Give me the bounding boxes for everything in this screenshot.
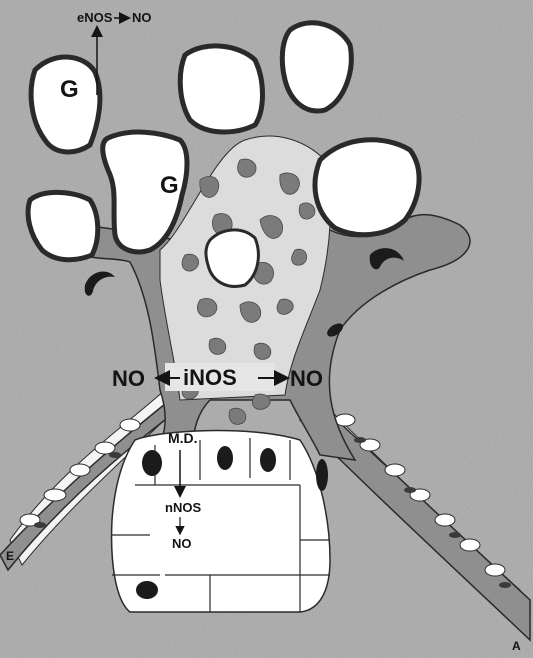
capillary-loop-7 xyxy=(206,230,258,287)
afferent-label: A xyxy=(512,639,521,653)
glomerulus-label-2: G xyxy=(160,172,179,199)
capillary-loop-1 xyxy=(31,57,100,152)
nnos-label: nNOS xyxy=(165,500,201,515)
macula-densa xyxy=(112,431,330,612)
nnos-no-label: NO xyxy=(172,536,192,551)
enos-label: eNOS xyxy=(77,10,113,25)
no-right-label: NO xyxy=(290,366,323,391)
enos-no-label: NO xyxy=(132,10,152,25)
no-left-label: NO xyxy=(112,366,145,391)
inos-label: iNOS xyxy=(183,365,237,390)
capillary-loop-3 xyxy=(282,23,351,111)
capillary-loop-2 xyxy=(180,46,262,132)
efferent-label: E xyxy=(6,549,14,563)
capillary-loop-6 xyxy=(315,140,419,235)
glomerulus-label-1: G xyxy=(60,76,79,103)
macula-densa-label: M.D. xyxy=(168,430,198,446)
